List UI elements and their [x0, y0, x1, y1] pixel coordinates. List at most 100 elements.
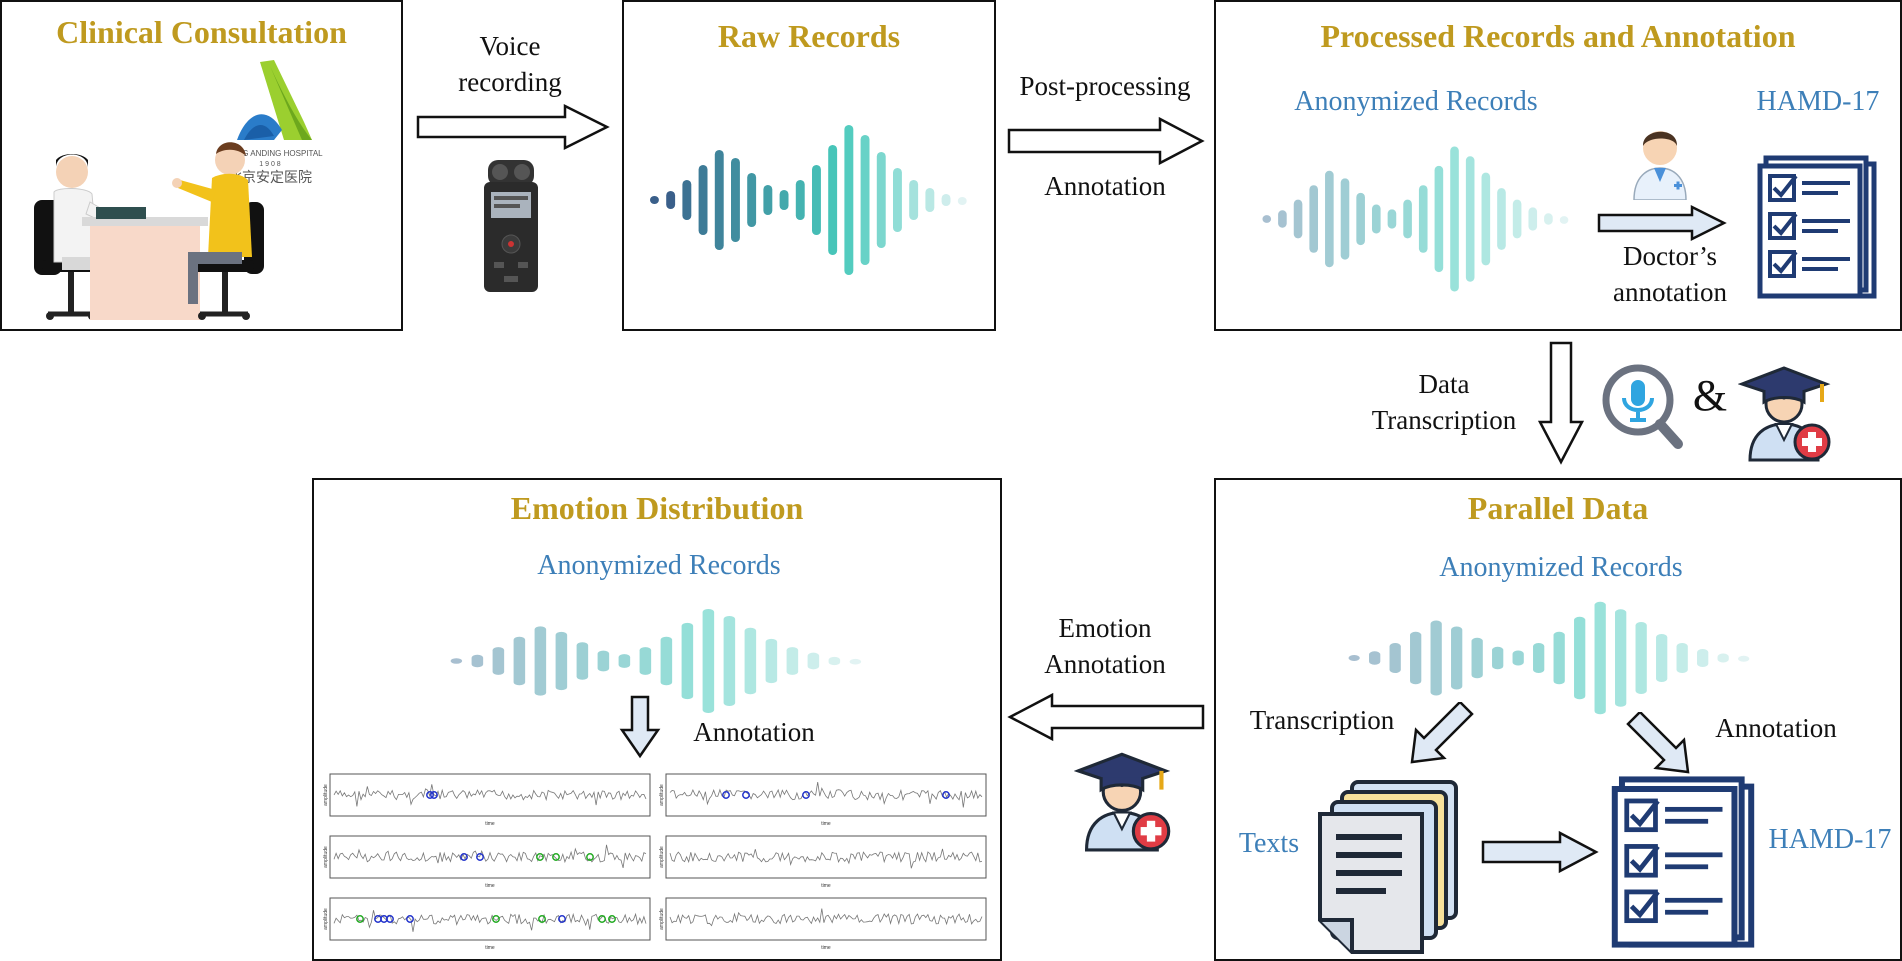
wave-bar	[1371, 204, 1381, 234]
wave-bar	[702, 609, 715, 713]
wave-bar	[1340, 178, 1350, 260]
wave-bar	[660, 636, 673, 686]
wave-bar	[450, 658, 463, 664]
wave-bar	[1594, 601, 1606, 715]
patient-figure	[172, 142, 264, 320]
wave-bar	[779, 190, 789, 210]
plot-xlabel: time	[485, 883, 495, 889]
transcription-label: Transcription	[1249, 705, 1395, 735]
wave-bar	[1387, 209, 1397, 229]
wave-bar	[1465, 156, 1475, 282]
wave-bar	[492, 647, 505, 675]
plot-ylabel: amplitude	[659, 784, 665, 806]
wave-bar	[795, 180, 805, 220]
hamd17-label: HAMD-17	[1756, 86, 1880, 117]
wave-bar	[786, 647, 799, 675]
plot-ylabel: amplitude	[323, 784, 329, 806]
arrow-clinical-to-raw	[416, 103, 610, 151]
wave-bar	[639, 647, 652, 675]
wave-bar	[1389, 643, 1401, 673]
wave-bar	[1533, 643, 1545, 673]
checklist-icon	[1757, 155, 1877, 299]
waveform-bars	[650, 125, 967, 275]
waveform-parallel	[1348, 601, 1750, 715]
wave-bar	[618, 654, 631, 668]
wave-bar	[1325, 170, 1334, 268]
emotion-plot: amplitude time	[323, 835, 651, 889]
panel-clinical-consultation: Clinical Consultation BEIJING ANDING HOS…	[0, 0, 403, 331]
desk	[90, 224, 200, 320]
wave-bar	[1497, 188, 1506, 250]
wave-bar	[1697, 649, 1709, 667]
wave-bar	[744, 627, 757, 695]
wave-bar	[597, 650, 610, 672]
arrow-doctor-annotation	[1597, 204, 1727, 242]
graduate-icon	[1738, 366, 1831, 462]
wave-bar	[893, 168, 902, 232]
emotion-plot: amplitude time	[323, 897, 651, 951]
plot-xlabel: time	[485, 821, 495, 827]
wave-bar	[925, 188, 935, 212]
wave-bar	[1553, 631, 1565, 685]
wave-bar	[849, 658, 862, 665]
annotation-label: Annotation	[1715, 713, 1837, 743]
doctor-icon	[1633, 131, 1687, 200]
wave-bar	[807, 652, 820, 670]
panel-title: Emotion Distribution	[510, 490, 804, 526]
wave-bar	[681, 622, 694, 700]
emotion-plot: amplitude time	[659, 835, 987, 889]
plot-ylabel: amplitude	[323, 908, 329, 930]
waveform-bars	[450, 609, 862, 713]
wave-bar	[731, 158, 740, 242]
panel-parallel-data: Parallel Data Anonymized Records Transcr…	[1214, 478, 1902, 961]
plot-ylabel: amplitude	[659, 908, 665, 930]
emotion-plots: amplitude time amplitude time amplitude time a…	[323, 773, 987, 951]
arrow-to-plots	[619, 695, 661, 759]
wave-bar	[555, 631, 568, 691]
wave-bar	[876, 152, 886, 248]
wave-bar	[1403, 199, 1412, 239]
wave-bar	[941, 194, 951, 206]
arrow-texts-to-hamd	[1481, 830, 1599, 874]
wave-bar	[1278, 210, 1287, 228]
wave-bar	[576, 642, 589, 680]
logo-year: 1 9 0 8	[259, 161, 281, 168]
voice-search-icon	[1602, 364, 1683, 449]
waveform-processed	[1262, 146, 1569, 292]
wave-bar	[1309, 185, 1319, 253]
wave-bar	[682, 180, 692, 220]
plot-xlabel: time	[485, 945, 495, 951]
wave-bar	[763, 185, 773, 215]
arrow-to-texts	[1410, 702, 1474, 764]
wave-bar	[714, 150, 724, 250]
logo-text-en: BEIJING ANDING HOSPITAL	[217, 149, 323, 158]
wave-bar	[1676, 643, 1688, 673]
panel-title: Parallel Data	[1467, 490, 1649, 526]
wave-bar	[1574, 616, 1586, 700]
plot-ylabel: amplitude	[659, 846, 665, 868]
wave-bar	[1262, 215, 1272, 223]
plot-xlabel: time	[821, 821, 831, 827]
waveform-bars	[1262, 146, 1569, 292]
documents-icon	[1318, 780, 1458, 954]
plot-xlabel: time	[821, 883, 831, 889]
wave-bar	[1450, 146, 1459, 292]
arrow-processed-to-parallel	[1537, 341, 1585, 465]
wave-bar	[1717, 653, 1729, 663]
wave-bar	[1512, 650, 1524, 666]
wave-bar	[471, 654, 484, 668]
wave-bar	[844, 125, 854, 275]
panel-raw-records: Raw Records	[622, 0, 996, 331]
wave-bar	[747, 173, 757, 227]
wave-bar	[1451, 626, 1463, 690]
wave-bar	[1544, 213, 1553, 225]
wave-bar	[1656, 634, 1668, 682]
plot-ylabel: amplitude	[323, 846, 329, 868]
anonymized-records-label: Anonymized Records	[1294, 86, 1538, 117]
arrow-to-hamd	[1626, 712, 1690, 774]
wave-bar	[1559, 216, 1569, 224]
